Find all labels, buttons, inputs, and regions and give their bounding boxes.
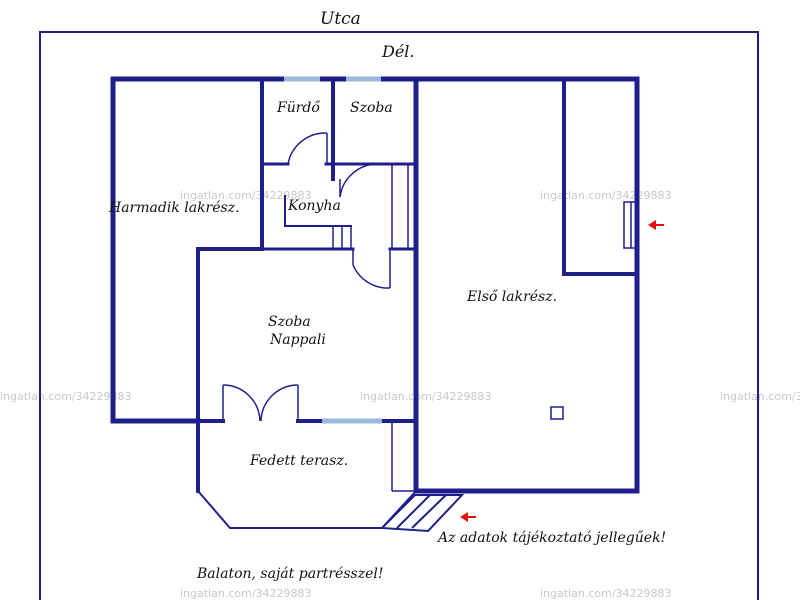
room-top-label: Szoba <box>350 100 393 116</box>
watermark-layer: ingatlan.com/34229883 ingatlan.com/34229… <box>0 189 800 600</box>
arrow-icon <box>460 512 476 522</box>
labels: Utca Dél. Fürdő Szoba Konyha Harmadik la… <box>108 9 666 582</box>
watermark: ingatlan.com/34229883 <box>180 189 312 202</box>
first-unit-label: Első lakrész. <box>466 289 557 305</box>
kitchen-label: Konyha <box>287 198 341 214</box>
doors <box>222 132 391 422</box>
lake-label: Balaton, saját partrésszel! <box>196 566 383 582</box>
living-room-label-2: Nappali <box>269 332 326 348</box>
watermark: ingatlan.com/34229883 <box>360 390 492 403</box>
street-label: Utca <box>320 9 361 29</box>
third-unit-label: Harmadik lakrész. <box>108 200 240 216</box>
chimney <box>550 406 564 420</box>
bathroom-label: Fürdő <box>276 100 321 116</box>
arrows <box>460 220 664 522</box>
windows <box>284 76 382 424</box>
terrace-outline <box>197 490 465 533</box>
terrace-label: Fedett terasz. <box>249 453 348 469</box>
south-label: Dél. <box>381 42 415 61</box>
watermark: ingatlan.com/34229883 <box>720 390 800 403</box>
watermark: ingatlan.com/34229883 <box>540 587 672 600</box>
watermark: ingatlan.com/34229883 <box>540 189 672 202</box>
side-stair <box>623 201 639 249</box>
note-label: Az adatok tájékoztató jellegűek! <box>436 530 666 546</box>
walls <box>110 76 640 494</box>
living-room-label-1: Szoba <box>268 314 311 330</box>
fixtures <box>332 164 416 492</box>
watermark: ingatlan.com/34229883 <box>0 390 132 403</box>
watermark: ingatlan.com/34229883 <box>180 587 312 600</box>
arrow-icon <box>648 220 664 230</box>
property-border <box>39 31 759 600</box>
